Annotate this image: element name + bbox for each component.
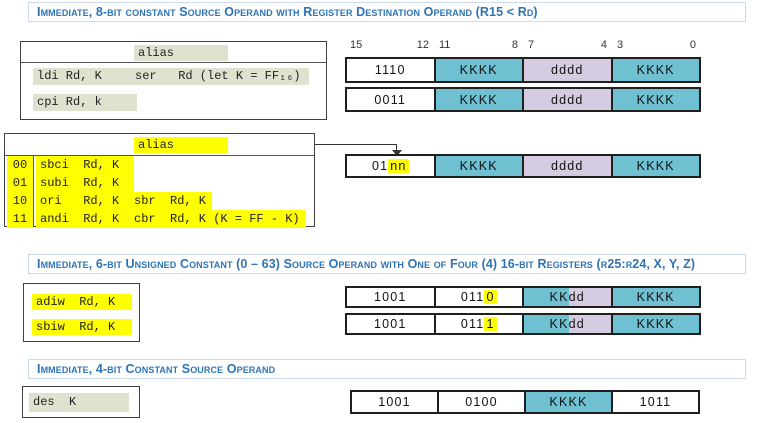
table2-header-separator: [5, 155, 314, 156]
bit-label-15: 15: [350, 39, 363, 51]
arrow-line-vertical: [396, 144, 397, 150]
opcode-nibble: 0011: [374, 92, 407, 107]
opcode-nibble: KKKK: [433, 59, 522, 81]
alu-immediate-table: alias 00 sbci Rd, K 01 subi Rd, K 10 ori…: [4, 133, 315, 228]
opcode-nibble: dddd: [522, 156, 611, 176]
opcode-nibble: KKdd: [522, 315, 611, 333]
table-row: cpi Rd, k: [33, 94, 137, 111]
sbr-alias: sbr Rd, K: [134, 192, 213, 210]
opcode-nibble: KKKK: [433, 156, 522, 176]
opcode-nibble: KKKK: [610, 288, 699, 306]
section3-title: Immediate, 4-bit Constant Source Operand: [37, 362, 276, 376]
nibble-prefix: 01: [371, 159, 389, 173]
opcode-nibble: dddd: [522, 89, 611, 110]
des-table: des K: [22, 386, 140, 418]
arrow-line-horizontal: [315, 144, 397, 145]
table-row: 01 subi Rd, K: [5, 174, 314, 192]
section1-title-box: Immediate, 8-bit constant Source Operand…: [28, 2, 746, 22]
ser-alias: ser Rd (let K = FF₁₆): [135, 69, 301, 83]
table-row: 00 sbci Rd, K: [5, 156, 314, 174]
bit-highlight: 1: [484, 317, 497, 331]
bit-label-12: 12: [416, 39, 429, 51]
sbiw-instruction: sbiw Rd, K: [32, 319, 132, 335]
bit-label-7: 7: [528, 39, 535, 51]
des-instruction: des K: [29, 393, 129, 412]
table2-column-separator: [33, 155, 34, 226]
section3-title-box: Immediate, 4-bit Constant Source Operand: [28, 359, 746, 379]
bit-label-pair: 15 12: [345, 39, 434, 53]
opcode-word-des: 1001 0100 KKKK 1011: [350, 390, 700, 414]
andi-instruction: andi Rd, K: [36, 210, 134, 228]
adiw-sbiw-table: adiw Rd, K sbiw Rd, K: [23, 283, 140, 342]
subi-instruction: subi Rd, K: [36, 174, 134, 192]
opcode-nibble: KKdd: [522, 288, 611, 306]
opcode-word-ldi: 1110 KKKK dddd KKKK: [345, 57, 701, 83]
bit-label-4: 4: [600, 39, 607, 51]
opcode-nibble: 1001: [373, 317, 407, 331]
arrow-down-icon: [392, 150, 402, 156]
nibble-prefix: 011: [460, 290, 485, 304]
bit-label-pair: 3 0: [612, 39, 701, 53]
bit-position-labels: 15 12 11 8 7 4 3 0: [345, 39, 701, 53]
nn-bits: 11: [7, 210, 33, 228]
table2-alias-header: alias: [134, 137, 228, 153]
section1-title: Immediate, 8-bit constant Source Operand…: [37, 5, 538, 19]
table-row: 10 ori Rd, K sbr Rd, K: [5, 192, 314, 210]
table-row: ldi Rd, K ser Rd (let K = FF₁₆): [33, 68, 309, 85]
cbr-alias: cbr Rd, K (K = FF - K): [134, 210, 306, 228]
adiw-instruction: adiw Rd, K: [32, 294, 132, 310]
cpi-instruction: cpi Rd, k: [37, 95, 102, 109]
nn-bits: 10: [7, 192, 33, 210]
table1-header-separator: [21, 62, 326, 63]
table-row: 11 andi Rd, K cbr Rd, K (K = FF - K): [5, 210, 314, 228]
section2-title: Immediate, 6-bit Unsigned Constant (0 – …: [37, 257, 696, 271]
opcode-nibble: KKKK: [610, 315, 699, 333]
opcode-nibble: KKKK: [610, 89, 699, 110]
bit-label-0: 0: [689, 39, 696, 51]
bit-label-3: 3: [617, 39, 624, 51]
bit-label-pair: 7 4: [523, 39, 612, 53]
nn-bits: 00: [7, 156, 33, 174]
bit-label-pair: 11 8: [434, 39, 523, 53]
section2-title-box: Immediate, 6-bit Unsigned Constant (0 – …: [28, 254, 746, 274]
nibble-prefix: 011: [460, 317, 485, 331]
opcode-nibble: KKKK: [610, 156, 699, 176]
opcode-nibble: 1001: [373, 290, 407, 304]
bit-label-8: 8: [511, 39, 518, 51]
opcode-nibble: 1001: [378, 395, 411, 409]
sbci-instruction: sbci Rd, K: [36, 156, 134, 174]
opcode-nibble: dddd: [522, 59, 611, 81]
opcode-nibble: KKKK: [610, 59, 699, 81]
opcode-nibble: KKKK: [524, 392, 611, 412]
ori-instruction: ori Rd, K: [36, 192, 134, 210]
opcode-nibble: 0100: [437, 392, 524, 412]
nn-highlight: nn: [388, 159, 409, 173]
bit-highlight: 0: [484, 290, 497, 304]
ldi-cpi-table: alias ldi Rd, K ser Rd (let K = FF₁₆) cp…: [20, 41, 327, 120]
bit-label-11: 11: [439, 39, 451, 51]
opcode-nibble: 1110: [374, 63, 406, 77]
opcode-nibble: 1011: [611, 392, 698, 412]
opcode-word-cpi: 0011 KKKK dddd KKKK: [345, 87, 701, 112]
table1-alias-header: alias: [134, 45, 228, 61]
ldi-instruction: ldi Rd, K: [37, 69, 102, 83]
opcode-nibble: KKKK: [433, 89, 522, 110]
nn-bits: 01: [7, 174, 33, 192]
